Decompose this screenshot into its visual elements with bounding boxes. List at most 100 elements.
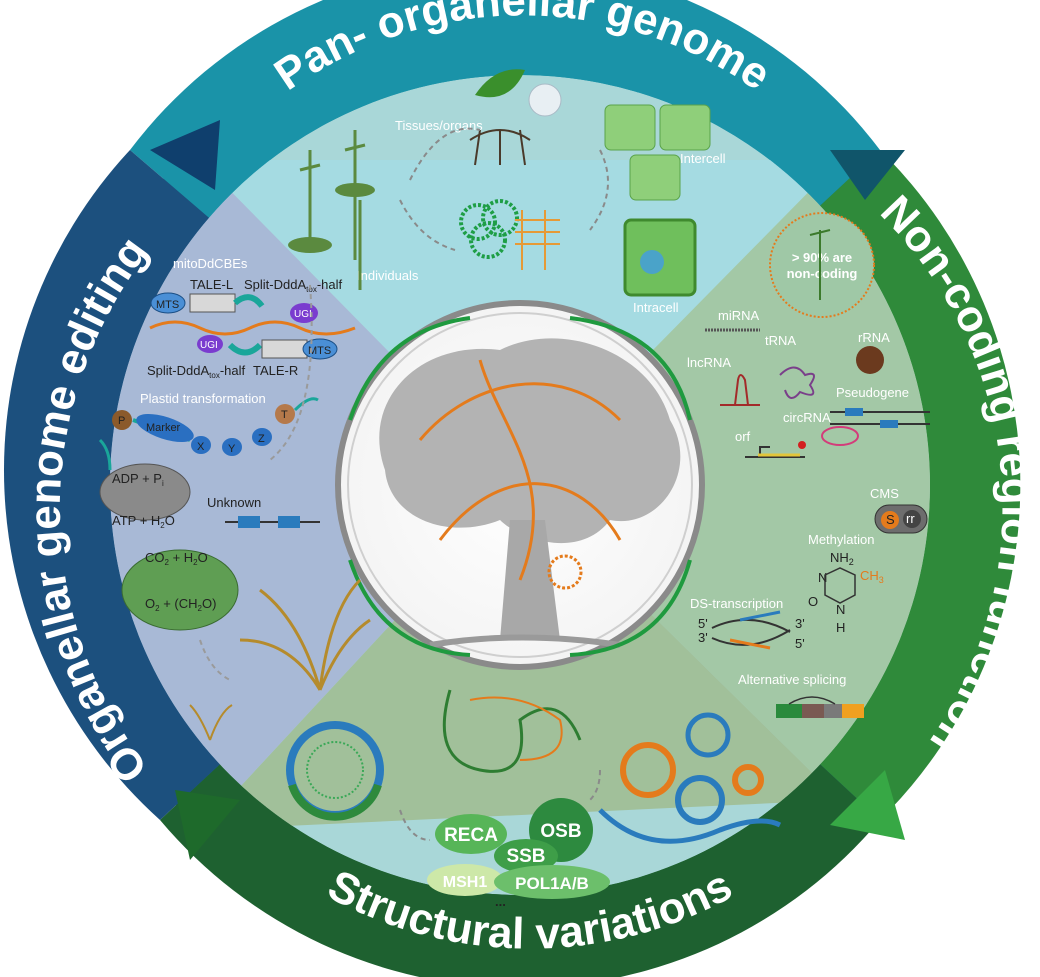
green-circle-dna-icon bbox=[459, 203, 497, 241]
n1-label: N bbox=[818, 570, 827, 585]
label-intracell: Intracell bbox=[633, 300, 679, 315]
label-ugi-bottom: UGI bbox=[200, 340, 218, 351]
tree-trunk bbox=[500, 520, 560, 640]
cms-s-label: S bbox=[886, 512, 895, 527]
recombinant-circle-4 bbox=[732, 764, 764, 796]
label-osb: OSB bbox=[540, 821, 581, 842]
promoter-icon bbox=[112, 410, 132, 430]
label-msh1: MSH1 bbox=[443, 874, 488, 891]
label-split-bottom: Split-DddAtox-half bbox=[147, 363, 245, 380]
linear-recombinant-icon bbox=[598, 808, 782, 844]
nucleus-icon bbox=[640, 250, 664, 274]
label-tissues-organs: Tissues/organs bbox=[395, 118, 483, 133]
orange-helix bbox=[418, 359, 622, 581]
bottom-panel-content: RECA OSB SSB MSH1 POL1A/B ... bbox=[286, 689, 782, 909]
label-ssb: SSB bbox=[506, 846, 545, 867]
unknown-exon-2 bbox=[278, 516, 300, 528]
rrna-icon bbox=[856, 346, 884, 374]
label-lncrna: lncRNA bbox=[687, 355, 731, 370]
split-ddda-icon bbox=[233, 294, 265, 308]
top-panel-content: Tissues/organs Intercell Individuals Int… bbox=[288, 69, 726, 315]
tree-crown bbox=[379, 338, 681, 544]
tale-l-icon bbox=[189, 293, 236, 313]
small-rice-icon bbox=[189, 704, 233, 741]
plant-rosette-icon-2 bbox=[335, 183, 375, 197]
center-tree bbox=[335, 300, 705, 670]
label-mirna: miRNA bbox=[718, 308, 759, 323]
pseudogene-exon-2 bbox=[880, 420, 898, 428]
splicing-exon-2 bbox=[802, 704, 824, 718]
lncrna-icon bbox=[720, 374, 760, 406]
branched-dna-orange bbox=[469, 696, 563, 761]
n2-label: N bbox=[836, 602, 845, 617]
label-o2: O2 + (CH2O) bbox=[145, 596, 216, 613]
five-prime-1: 5' bbox=[698, 616, 708, 631]
label-individuals: Individuals bbox=[357, 268, 419, 283]
pill-msh1 bbox=[427, 864, 503, 896]
root-icon bbox=[469, 129, 531, 166]
three-prime-2: 3' bbox=[795, 616, 805, 631]
three-prime-1: 3' bbox=[698, 630, 708, 645]
rice-plant-icon bbox=[239, 578, 371, 691]
label-split-top: Split-DddAtox-half bbox=[244, 277, 342, 294]
arrow-head-bottom bbox=[175, 790, 240, 860]
label-z: Z bbox=[258, 433, 265, 445]
label-tale-r: TALE-R bbox=[253, 363, 298, 378]
pill-reca bbox=[435, 814, 507, 854]
five-prime-2: 5' bbox=[795, 636, 805, 651]
label-methylation: Methylation bbox=[808, 532, 874, 547]
linear-dna-icon bbox=[515, 210, 560, 270]
nh2-label: NH2 bbox=[830, 550, 854, 567]
marker-icon bbox=[136, 414, 194, 442]
h-label: H bbox=[836, 620, 845, 635]
label-circrna: circRNA bbox=[783, 410, 831, 425]
pseudogene-exon bbox=[845, 408, 863, 416]
label-ds-transcription: DS-transcription bbox=[690, 596, 783, 611]
flower-icon bbox=[528, 83, 562, 117]
noncoding-circle bbox=[769, 212, 875, 318]
dna-target-icon bbox=[149, 320, 356, 336]
cell-icon-2 bbox=[659, 104, 711, 151]
plant-icon bbox=[809, 229, 831, 300]
flow-arrows bbox=[399, 127, 609, 251]
cms-s-dot bbox=[881, 511, 899, 529]
chloroplast-icon bbox=[121, 549, 239, 631]
arrow-head-left bbox=[150, 120, 220, 190]
ugi-icon-2 bbox=[197, 335, 223, 353]
splicing-exon-1 bbox=[776, 704, 802, 718]
orange-circle-dna bbox=[547, 554, 583, 590]
cell-icon bbox=[604, 104, 656, 151]
cell-icon-3 bbox=[629, 154, 681, 201]
mts-tag-icon bbox=[150, 292, 186, 314]
tale-r-icon bbox=[261, 339, 308, 359]
label-tale-l: TALE-L bbox=[190, 277, 233, 292]
pyrimidine-ring-icon bbox=[824, 567, 856, 604]
circular-genome-green bbox=[288, 783, 382, 821]
ds-transcript-blue bbox=[739, 610, 781, 622]
o-label: O bbox=[808, 594, 818, 609]
circrna-icon bbox=[821, 426, 859, 446]
label-y: Y bbox=[228, 443, 236, 455]
label-mitoddcbes: mitoDdCBEs bbox=[173, 256, 248, 271]
label-unknown: Unknown bbox=[207, 495, 261, 510]
split-ddda-icon-2 bbox=[227, 342, 263, 356]
green-circle-dna-icon-2 bbox=[481, 199, 519, 237]
label-pol: POL1A/B bbox=[515, 874, 589, 893]
label-marker: Marker bbox=[146, 422, 181, 434]
label-ellipsis: ... bbox=[495, 894, 506, 909]
gene-y-icon bbox=[222, 438, 242, 456]
ds-transcript-orange bbox=[729, 638, 771, 650]
label-p: P bbox=[118, 415, 125, 427]
label-mts-bottom: MTS bbox=[308, 345, 331, 357]
label-cms: CMS bbox=[870, 486, 899, 501]
bottom-flow-arrows bbox=[399, 769, 601, 841]
label-reca: RECA bbox=[444, 825, 498, 846]
leaf-icon bbox=[475, 69, 525, 98]
cms-n-dot bbox=[903, 510, 921, 528]
terminator-icon bbox=[275, 404, 295, 424]
label-rrna: rRNA bbox=[858, 330, 890, 345]
trna-icon bbox=[779, 366, 815, 399]
right-panel-content: > 90% are non-coding miRNA tRNA rRNA lnc… bbox=[687, 212, 930, 718]
label-pseudogene: Pseudogene bbox=[836, 385, 909, 400]
